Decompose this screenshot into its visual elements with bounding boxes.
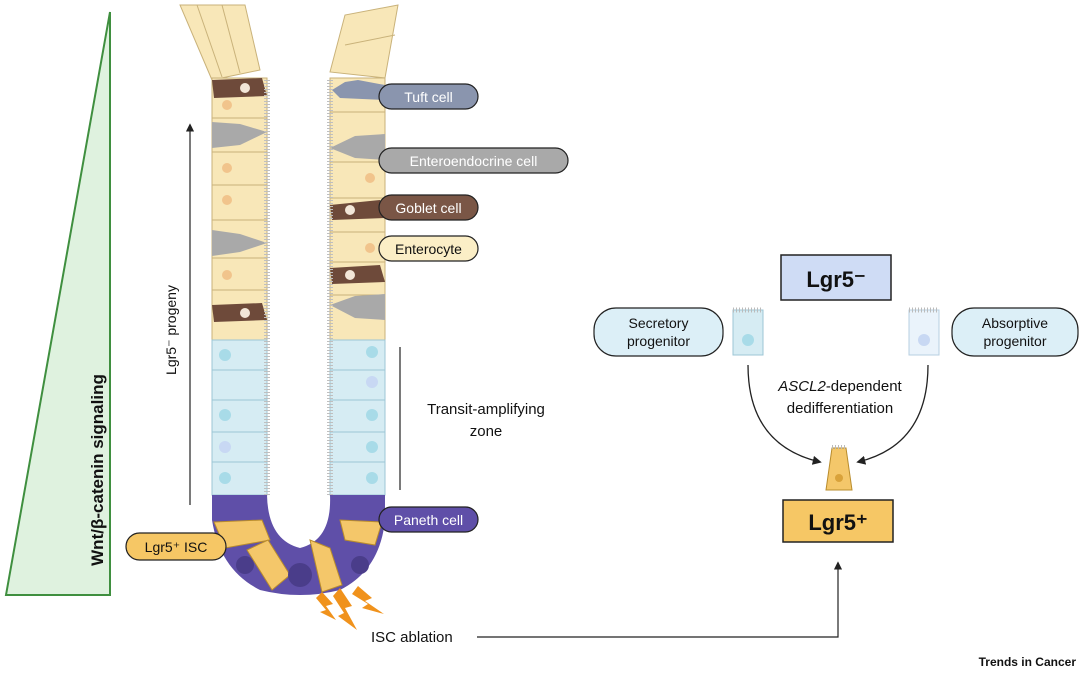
absorptive-progenitor-box: Absorptive progenitor [951, 307, 1079, 357]
label-enteroendocrine-text: Enteroendocrine cell [410, 153, 538, 169]
absorptive-line1: Absorptive [982, 315, 1048, 331]
absorptive-line2: progenitor [983, 333, 1046, 349]
ablation-bolts [316, 586, 384, 630]
footer-brand: Trends in Cancer [979, 655, 1077, 669]
wnt-gradient-triangle [4, 11, 111, 596]
secretory-line2: progenitor [627, 333, 690, 349]
ablation-to-lgr5-arrow [477, 561, 843, 638]
label-lgr5-isc: Lgr5⁺ ISC [125, 532, 227, 561]
lgr5-pos-label: Lgr5⁺ [808, 510, 867, 535]
absorptive-progenitor-cell [908, 307, 940, 356]
isc-cell-icon [825, 445, 853, 491]
ta-zone-label-line2: zone [470, 423, 503, 440]
label-goblet-cell: Goblet cell [378, 194, 479, 221]
crypt-left-wall [179, 4, 270, 496]
secretory-line1: Secretory [629, 315, 689, 331]
crypt-right-wall [327, 4, 399, 496]
label-enterocyte: Enterocyte [378, 235, 479, 262]
label-enteroendocrine-cell: Enteroendocrine cell [378, 147, 569, 174]
label-tuft-cell: Tuft cell [378, 83, 479, 110]
absorptive-to-isc-arrow [856, 364, 929, 465]
dediff-italic: ASCL2 [777, 378, 826, 395]
label-paneth-cell: Paneth cell [378, 506, 479, 533]
label-isc-text: Lgr5⁺ ISC [145, 539, 208, 555]
secretory-progenitor-cell [732, 307, 764, 356]
dediff-line1: ASCL2-dependent [777, 378, 902, 395]
ta-zone-label-line1: Transit-amplifying [427, 401, 545, 418]
lgr5-neg-label: Lgr5⁻ [806, 267, 865, 292]
secretory-to-isc-arrow [747, 364, 822, 465]
crypt-base [212, 495, 385, 595]
lgr5-neg-box: Lgr5⁻ [780, 254, 892, 301]
dediff-line2: dedifferentiation [787, 400, 893, 417]
ablation-label: ISC ablation [371, 629, 453, 646]
label-goblet-text: Goblet cell [395, 200, 461, 216]
secretory-progenitor-box: Secretory progenitor [593, 307, 724, 357]
label-tuft-text: Tuft cell [404, 89, 453, 105]
dediff-rest: -dependent [826, 378, 903, 395]
label-paneth-text: Paneth cell [394, 512, 463, 528]
progeny-label: Lgr5⁻ progeny [163, 285, 179, 375]
wnt-gradient-label: Wnt/β-catenin signaling [88, 374, 107, 566]
label-enterocyte-text: Enterocyte [395, 241, 462, 257]
lgr5-pos-box: Lgr5⁺ [782, 499, 894, 543]
